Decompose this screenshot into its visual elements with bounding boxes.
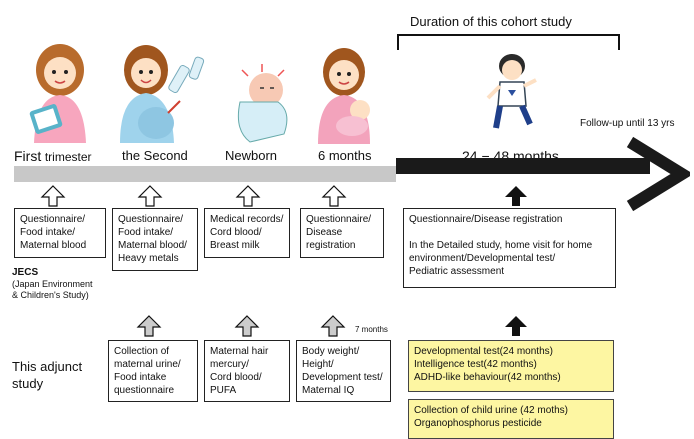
- jecs-box-first: Questionnaire/ Food intake/ Maternal blo…: [14, 208, 106, 258]
- arrow-up-icon: [40, 185, 66, 207]
- mother-baby-illustration: [318, 48, 370, 144]
- stage-first: First trimester: [14, 148, 92, 164]
- stage-trimester-label: trimester: [44, 150, 92, 164]
- highlight-box-development: Developmental test(24 months) Intelligen…: [408, 340, 614, 392]
- running-child-illustration: [486, 54, 537, 129]
- arrow-up-icon: [137, 185, 163, 207]
- arrow-up-icon: [321, 185, 347, 207]
- newborn-illustration: [237, 64, 288, 143]
- arrow-up-gray-icon: [136, 315, 162, 337]
- arrow-up-gray-icon: [234, 315, 260, 337]
- jecs-box-newborn: Medical records/ Cord blood/ Breast milk: [204, 208, 290, 258]
- adjunct-box-second: Collection of maternal urine/ Food intak…: [108, 340, 198, 402]
- jecs-label: JECS: [12, 267, 39, 278]
- duration-bracket: [397, 34, 620, 50]
- stage-6-months: 6 months: [318, 148, 372, 163]
- jecs-subtitle: (Japan Environment & Children's Study): [12, 279, 93, 300]
- arrow-up-icon: [235, 185, 261, 207]
- jecs-box-24-48-months: Questionnaire/Disease registration In th…: [403, 208, 616, 288]
- arrow-up-black-icon: [505, 316, 527, 336]
- adjunct-study-label: This adjunct study: [12, 359, 83, 391]
- jecs-box-second: Questionnaire/ Food intake/ Maternal blo…: [112, 208, 198, 271]
- arrow-up-black-icon: [505, 186, 527, 206]
- highlight-box-urine: Collection of child urine (42 moths) Org…: [408, 399, 614, 439]
- study-duration-title: Duration of this cohort study: [410, 14, 572, 29]
- arrow-up-gray-icon: [320, 315, 346, 337]
- timeline-arrow: [396, 136, 690, 212]
- timeline-gray-bar: [14, 166, 396, 182]
- stage-newborn: Newborn: [225, 148, 278, 163]
- pregnant-woman-illustration: [120, 45, 205, 143]
- mother-clipboard-illustration: [29, 44, 86, 143]
- adjunct-box-newborn: Maternal hair mercury/ Cord blood/ PUFA: [204, 340, 290, 402]
- jecs-box-6-months: Questionnaire/ Disease registration: [300, 208, 384, 258]
- follow-up-label: Follow-up until 13 yrs: [580, 118, 675, 129]
- stage-first-label: First: [14, 148, 42, 164]
- stage-second: the Second: [122, 148, 188, 163]
- adjunct-box-6-months: Body weight/ Height/ Development test/ M…: [296, 340, 391, 402]
- seven-months-label: 7 months: [355, 325, 388, 334]
